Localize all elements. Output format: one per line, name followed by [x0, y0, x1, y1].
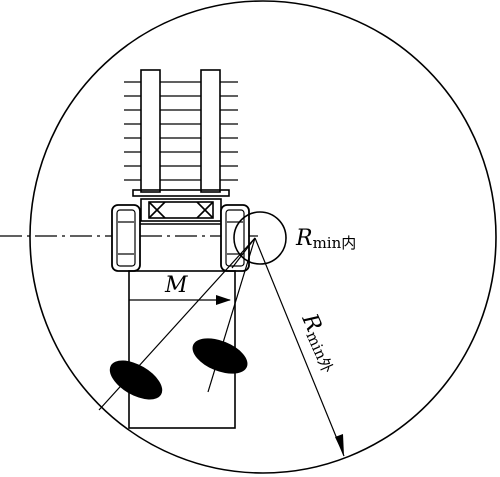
axle-inner-box [148, 201, 214, 219]
outer-radius-arrowhead [335, 434, 344, 456]
front-axle-assembly [137, 198, 226, 225]
m-dimension-arrow [129, 295, 231, 305]
r-min-inner-label: Rmin内 [295, 226, 356, 252]
radius-lines [98, 237, 345, 457]
front-left-wheel [111, 204, 141, 272]
body-edge-radius-line [231, 237, 256, 269]
fork-tines [124, 81, 238, 181]
fork-carriage-bar [132, 189, 230, 197]
outer-turning-circle [29, 0, 497, 474]
rear-left-wheel [109, 360, 163, 400]
fork-mast [124, 69, 238, 197]
rear-right-wheel-radius-line [207, 237, 256, 393]
front-right-wheel [220, 204, 250, 272]
rear-left-wheel-radius-line [98, 237, 256, 411]
outer-radius-line [254, 237, 345, 457]
mast-right-rail [200, 69, 221, 193]
r-min-outer-label: Rmin外 [295, 309, 344, 376]
inner-turning-circle [233, 211, 287, 265]
m-label: M [164, 273, 188, 298]
rear-right-wheel [192, 338, 248, 374]
mast-left-rail [140, 69, 161, 193]
